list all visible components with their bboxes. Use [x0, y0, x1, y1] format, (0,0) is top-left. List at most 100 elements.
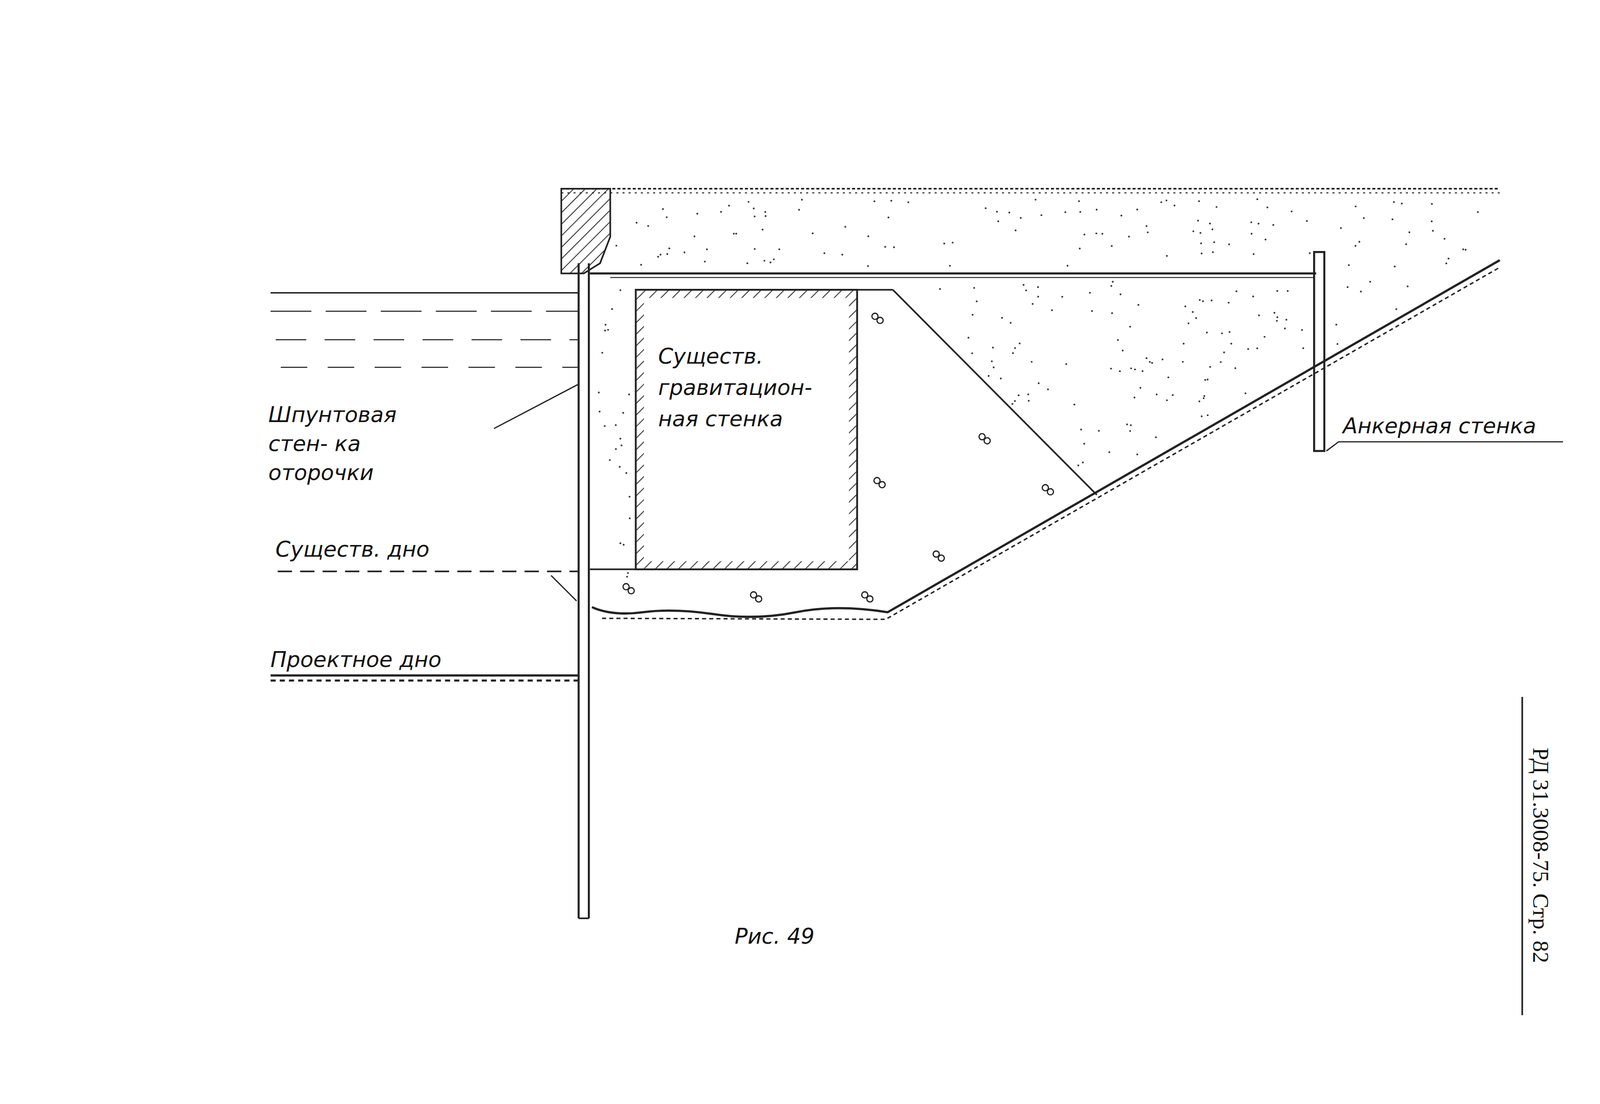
sand-dot [1392, 200, 1395, 203]
sand-dot [607, 328, 609, 331]
sand-dot [728, 204, 730, 207]
sand-dot [626, 575, 629, 578]
sand-dot [683, 251, 686, 254]
stone-symbol [873, 477, 886, 488]
sand-dot [763, 259, 766, 262]
sand-dot [1040, 214, 1043, 216]
sand-dot [971, 314, 974, 316]
sand-dot [890, 200, 893, 202]
sand-dot [811, 232, 814, 235]
sand-dot [1335, 323, 1338, 326]
sand-dot [1128, 325, 1131, 328]
sand-dot [1167, 376, 1170, 379]
sand-dot [1150, 362, 1153, 365]
sand-dot [1160, 201, 1163, 204]
sand-dot [1354, 205, 1357, 208]
sand-dot [1120, 214, 1123, 217]
sand-dot [761, 228, 764, 231]
sand-dot [1263, 335, 1266, 338]
sand-dot [1065, 363, 1068, 365]
sand-dot [1080, 428, 1083, 431]
sand-dot [1200, 415, 1203, 418]
sand-dot [1155, 393, 1158, 396]
sand-dot [1244, 392, 1247, 395]
sand-dot [1308, 252, 1311, 255]
sand-dot [720, 210, 722, 213]
sand-dot [1079, 210, 1082, 213]
sand-dot [892, 246, 895, 249]
sand-dot [1121, 349, 1124, 352]
sand-dot [604, 323, 607, 326]
sand-dot [1300, 328, 1303, 331]
sand-dot [1022, 283, 1025, 286]
sand-dot [1050, 309, 1053, 312]
sand-dot [1464, 248, 1467, 251]
sand-dot [733, 232, 736, 235]
sand-dot [1136, 208, 1139, 211]
sand-dot [971, 352, 973, 355]
sand-dot [1408, 231, 1411, 234]
sand-dot [1354, 244, 1357, 247]
sand-dot [614, 424, 617, 427]
sand-dot [1201, 300, 1204, 303]
sand-dot [1037, 295, 1040, 298]
sand-dot [611, 307, 614, 310]
sand-dot [1187, 322, 1190, 325]
sand-dot [1128, 235, 1130, 238]
sand-dot [1028, 400, 1030, 402]
stone-symbol [861, 591, 873, 602]
sand-dot [1078, 200, 1080, 202]
sand-dot [693, 235, 696, 238]
sand-dot [1111, 312, 1114, 315]
sand-dot [601, 351, 604, 354]
sand-dot [1101, 232, 1104, 235]
sand-dot [1173, 204, 1176, 207]
sand-dot [1200, 252, 1203, 255]
sand-dot [1477, 211, 1479, 214]
sand-dot [967, 336, 970, 339]
sand-dot [1126, 423, 1129, 426]
sand-dot [1083, 442, 1086, 445]
sand-dot [1430, 220, 1433, 223]
sand-dot [987, 374, 990, 377]
sand-dot [1081, 461, 1084, 464]
sand-dot [1391, 218, 1394, 221]
sand-dot [1430, 202, 1433, 205]
sand-dot [1250, 232, 1253, 235]
sand-dot [973, 286, 976, 289]
sand-dot [1145, 225, 1148, 228]
sand-dot [991, 360, 993, 363]
sand-dot [1272, 223, 1275, 226]
sand-dot [1200, 242, 1202, 245]
sand-dot [1223, 351, 1226, 354]
sand-dot [1095, 232, 1098, 235]
sand-dot [703, 260, 706, 263]
sand-dot [1405, 242, 1408, 245]
sand-dot [659, 253, 662, 256]
sand-dot [1215, 206, 1218, 208]
sand-dot [1137, 303, 1140, 306]
sand-dot [618, 465, 621, 468]
sand-dot [1203, 394, 1206, 397]
sand-dot [764, 214, 767, 217]
sand-dot [1250, 221, 1253, 224]
sand-dot [1252, 253, 1255, 256]
sand-dot [951, 241, 954, 244]
sand-dot [992, 366, 995, 369]
sand-dot [1221, 332, 1223, 335]
sand-dot [647, 224, 650, 227]
sand-dot [975, 300, 978, 303]
sand-dot [1340, 227, 1343, 229]
sand-dot [1257, 314, 1260, 317]
sand-dot [640, 264, 643, 266]
sand-dot [627, 571, 629, 574]
anchor-wall-label: Анкерная стенка [1342, 411, 1537, 441]
sand-dot [1181, 360, 1184, 363]
sand-dot [1088, 291, 1091, 294]
sand-dot [1165, 199, 1168, 202]
sand-dot [1302, 347, 1305, 350]
design-bottom-label: Проектное дно [270, 644, 442, 674]
sand-dot [1025, 289, 1028, 292]
sand-dot [1119, 370, 1122, 372]
sand-dot [1230, 342, 1233, 345]
